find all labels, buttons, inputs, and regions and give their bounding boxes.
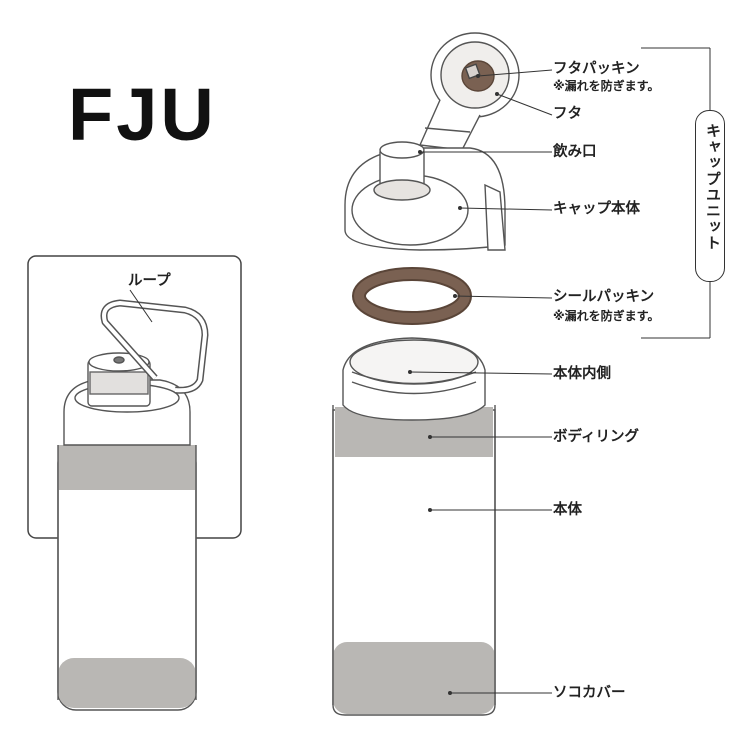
right-bottom-cover bbox=[333, 642, 495, 714]
body-label: 本体 bbox=[553, 502, 582, 518]
model-name: FJU bbox=[68, 73, 217, 156]
bottom-cover-label: ソコカバー bbox=[553, 685, 626, 701]
body-inside-label: 本体内側 bbox=[553, 366, 611, 382]
lid-label: フタ bbox=[553, 106, 582, 122]
left-cap bbox=[63, 352, 191, 446]
loop-leader bbox=[129, 289, 153, 323]
cap-unit-group-label: キャップユニット bbox=[695, 110, 725, 282]
spout-label: 飲み口 bbox=[553, 144, 597, 160]
cap-unit-group-text: キャップユニット bbox=[704, 123, 722, 251]
left-bottle bbox=[57, 444, 197, 711]
left-bottom-cover bbox=[58, 658, 196, 708]
left-body-ring bbox=[58, 445, 196, 490]
seal-packing-note: ※漏れを防ぎます。 bbox=[553, 309, 660, 323]
seal-packing-label: シールパッキン bbox=[553, 289, 655, 305]
right-bottle bbox=[332, 337, 496, 716]
body-ring-label: ボディリング bbox=[553, 429, 639, 445]
lid-packing-label: フタパッキン bbox=[553, 61, 640, 77]
lid-packing-note: ※漏れを防ぎます。 bbox=[553, 79, 660, 93]
seal-packing-shape bbox=[352, 267, 472, 325]
leader-lines bbox=[409, 47, 711, 694]
cap-body-label: キャップ本体 bbox=[553, 201, 640, 217]
cap-body bbox=[344, 141, 506, 251]
lid bbox=[418, 32, 520, 151]
loop-label: ループ bbox=[128, 273, 171, 289]
leader-dots bbox=[408, 74, 499, 695]
